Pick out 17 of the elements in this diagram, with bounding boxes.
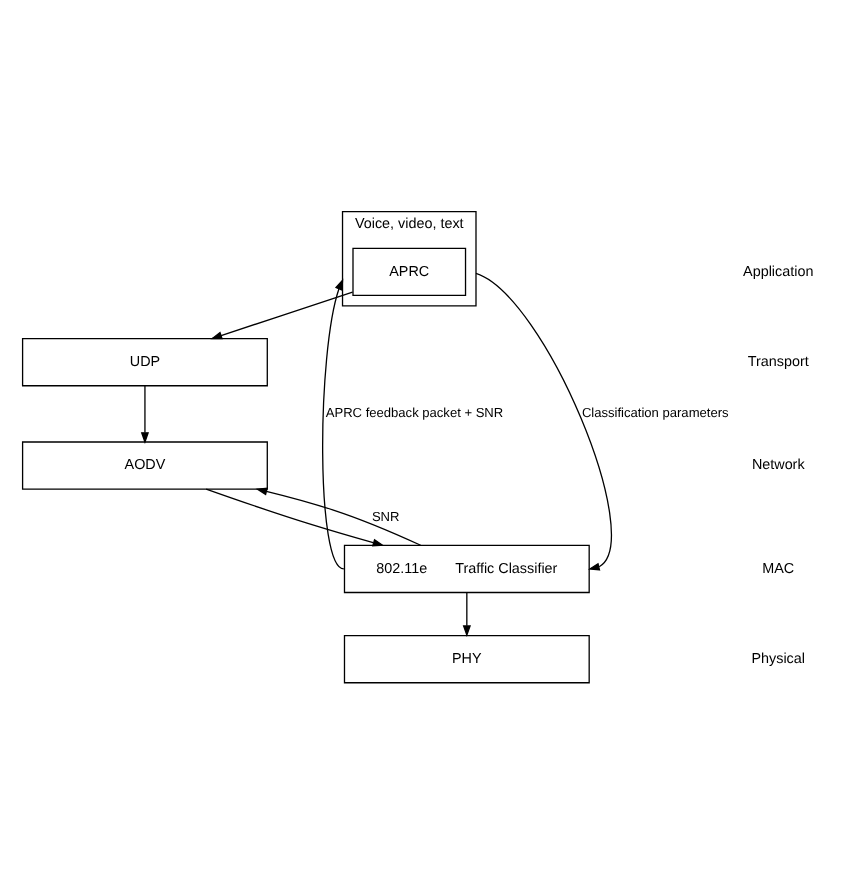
node-box: 802.11e Traffic Classifier: [343, 543, 590, 593]
arrow: [210, 290, 354, 339]
arrow: [475, 271, 612, 570]
node-box: AODV: [21, 440, 268, 489]
node-box: PHY: [343, 634, 590, 683]
label: Physical: [751, 647, 806, 666]
node-box: APRC: [352, 246, 467, 296]
arrow: [205, 487, 385, 546]
arrow: [322, 277, 345, 569]
label: Transport: [747, 350, 809, 369]
arrow: [462, 591, 471, 637]
node-box: UDP: [21, 336, 268, 386]
arrow: [140, 384, 150, 443]
label: MAC: [762, 557, 795, 576]
arrow: [255, 486, 422, 545]
label: Application: [743, 260, 814, 279]
label: Network: [751, 454, 805, 473]
